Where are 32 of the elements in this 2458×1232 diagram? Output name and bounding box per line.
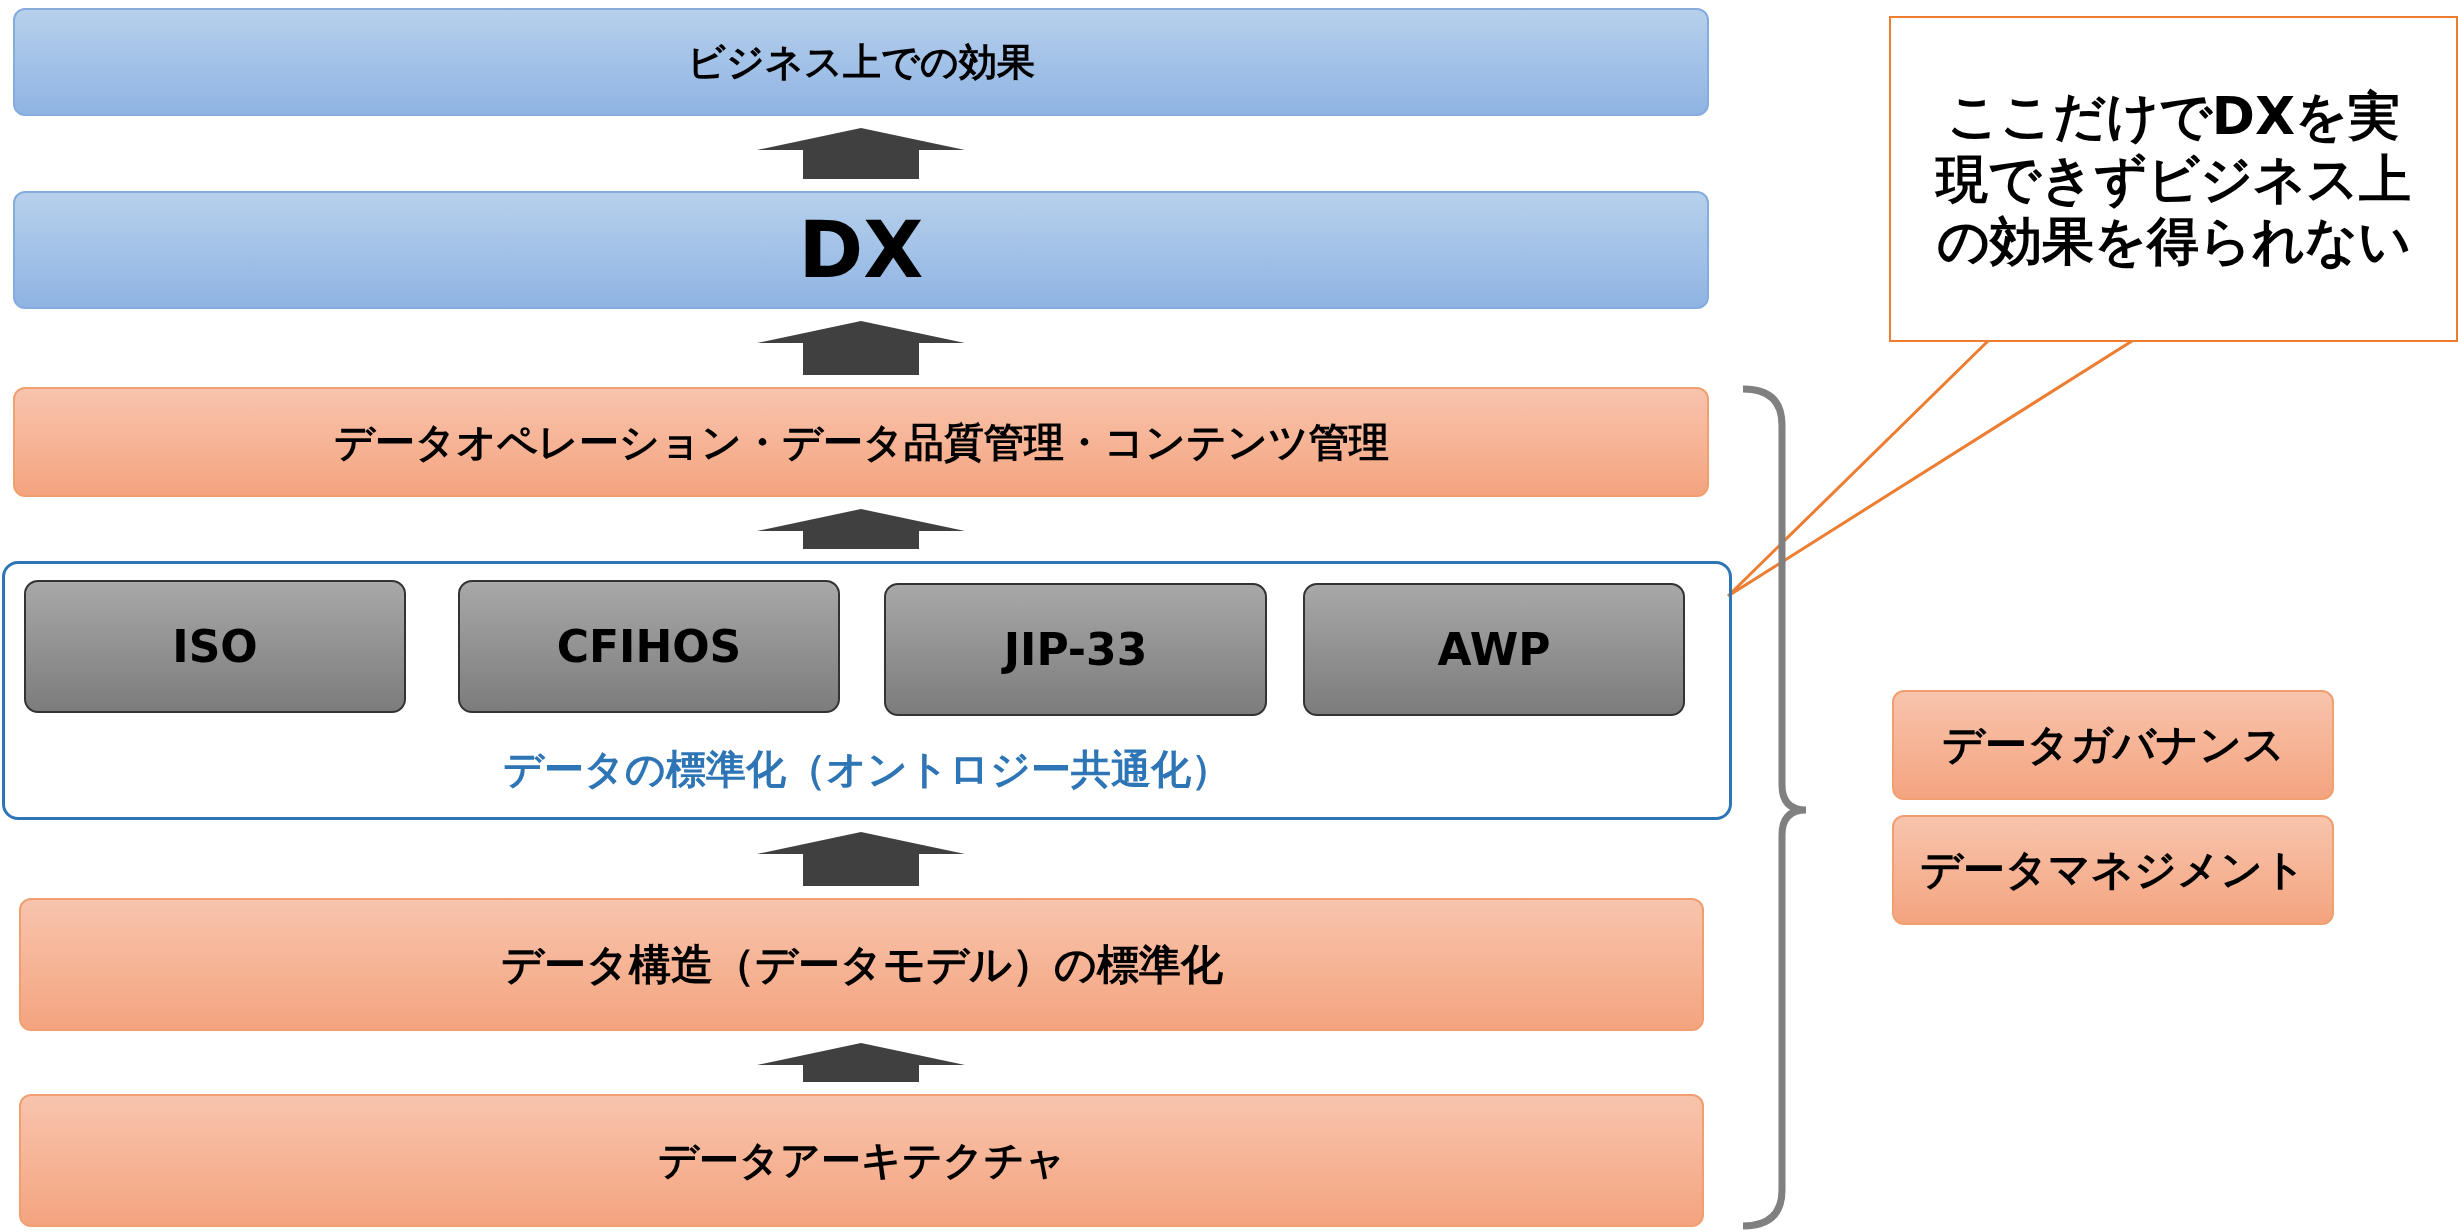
- standard-label: ISO: [172, 621, 258, 672]
- standard-box: [1303, 583, 1685, 716]
- layer-box: [19, 1094, 1704, 1227]
- callout-text: ここだけでDXを実現できずビジネス上の効果を得られない: [1935, 85, 2412, 273]
- block-arrow: [757, 321, 965, 375]
- group-label: データの標準化（オントロジー共通化）: [503, 745, 1231, 794]
- layer-box: [19, 898, 1704, 1031]
- block-arrow: [757, 128, 965, 179]
- layer-label: データ構造（データモデル）の標準化: [500, 938, 1223, 991]
- layer-box: [13, 191, 1709, 309]
- callout-tail: [1726, 339, 2134, 598]
- callout-box: [1889, 16, 2458, 342]
- layer-label: データオペレーション・データ品質管理・コンテンツ管理: [333, 417, 1389, 467]
- block-arrow: [757, 509, 965, 549]
- layer-box: [13, 8, 1709, 116]
- block-arrow: [757, 832, 965, 886]
- standard-label: AWP: [1437, 624, 1551, 675]
- layer-box: [1892, 690, 2334, 800]
- layer-box: [13, 387, 1709, 497]
- layer-label: データアーキテクチャ: [657, 1136, 1066, 1185]
- layer-box: [1892, 815, 2334, 925]
- layer-label: DX: [798, 205, 924, 295]
- layer-label: データガバナンス: [1941, 719, 2285, 771]
- layer-label: ビジネス上での効果: [687, 38, 1035, 86]
- standard-box: [884, 583, 1267, 716]
- standard-label: JIP-33: [1003, 624, 1148, 675]
- standard-label: CFIHOS: [556, 621, 742, 672]
- layer-label: データマネジメント: [1920, 844, 2306, 896]
- standard-box: [24, 580, 406, 713]
- block-arrow: [757, 1043, 965, 1082]
- standard-box: [458, 580, 840, 713]
- group-frame: [2, 561, 1732, 820]
